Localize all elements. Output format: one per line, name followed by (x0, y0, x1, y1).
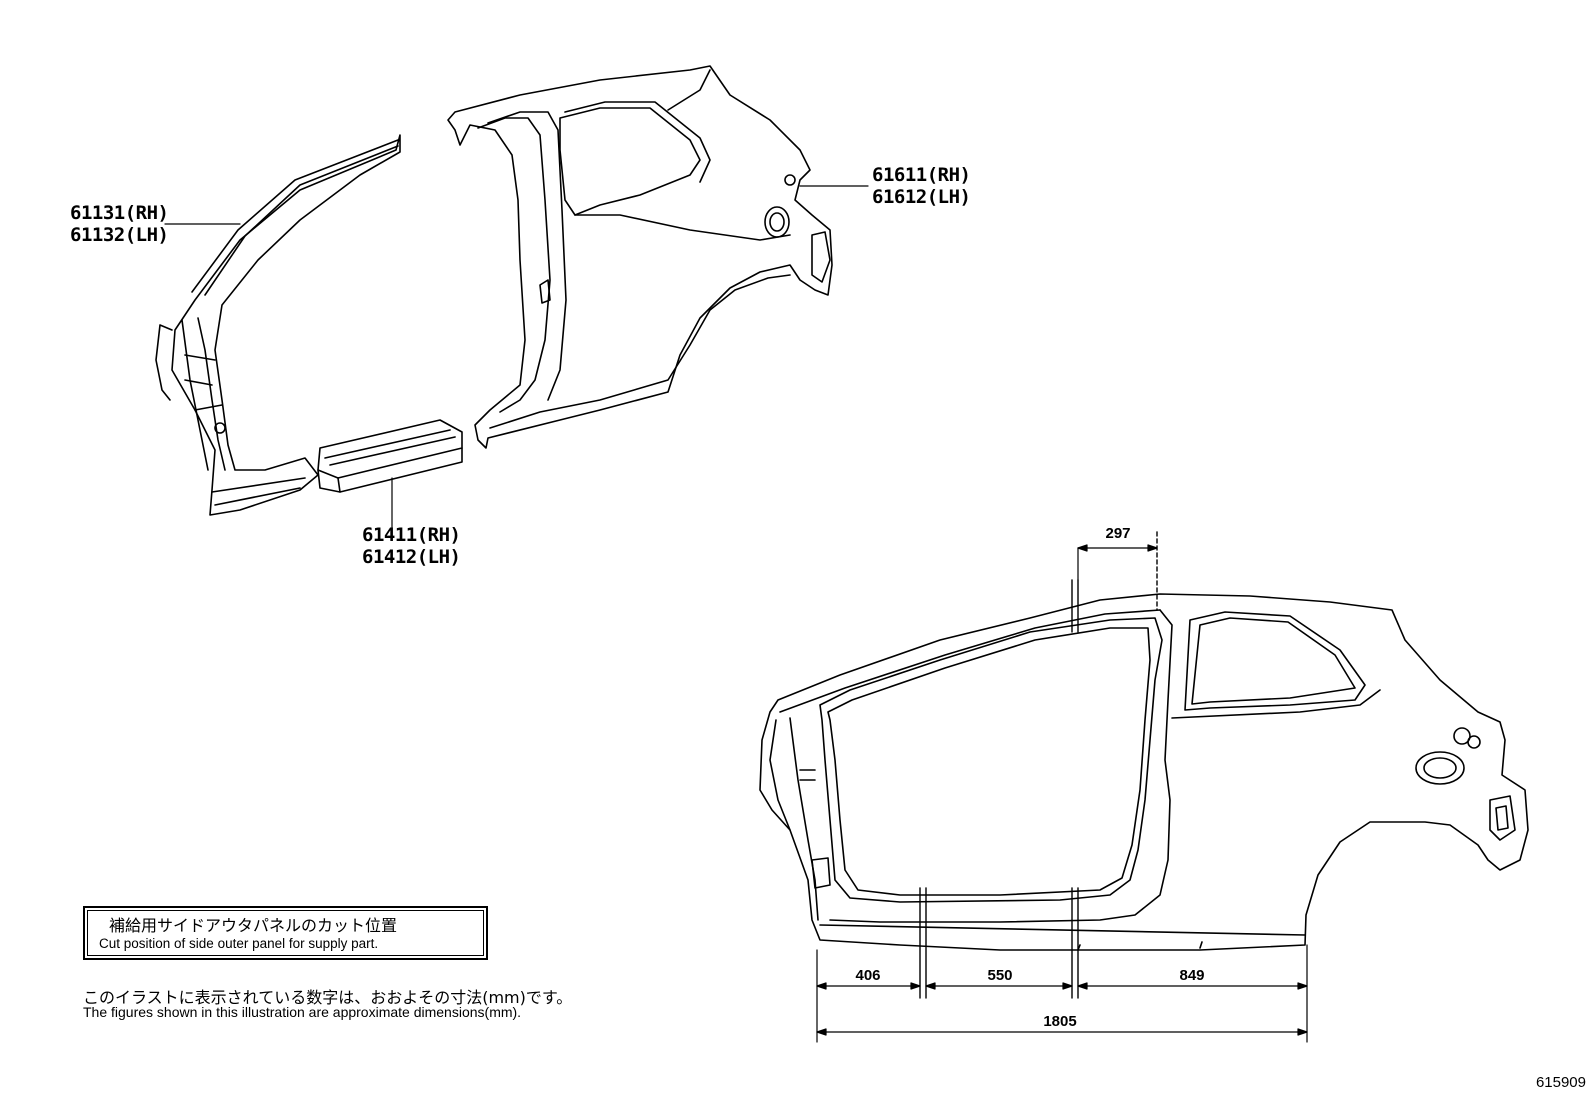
legend-text-jp: 補給用サイドアウタパネルのカット位置 (109, 916, 398, 935)
dimension-406: 406 (855, 967, 881, 984)
part-number-61612: 61612(LH) (872, 186, 971, 208)
dimension-1805: 1805 (1043, 1013, 1077, 1030)
part-number-61611: 61611(RH) (872, 164, 971, 186)
assembled-side-panel (759, 593, 1529, 951)
rocker-part (317, 419, 463, 493)
dimension-lines (816, 544, 1308, 1043)
illustration-code: 615909 (1535, 1074, 1586, 1091)
footnote-en: The figures shown in this illustration a… (83, 1004, 522, 1020)
rocker-callout: 61411(RH) 61412(LH) (362, 524, 461, 568)
part-number-61131: 61131(RH) (70, 202, 169, 224)
dimension-849: 849 (1179, 967, 1205, 984)
front-pillar-part (155, 134, 401, 516)
cut-position-legend: 補給用サイドアウタパネルのカット位置 Cut position of side … (83, 906, 488, 960)
part-leaders (164, 185, 869, 529)
part-number-61412: 61412(LH) (362, 546, 461, 568)
dimension-297: 297 (1105, 525, 1131, 542)
quarter-callout: 61611(RH) 61612(LH) (872, 164, 971, 208)
dimension-550: 550 (987, 967, 1013, 984)
part-number-61132: 61132(LH) (70, 224, 169, 246)
footnote-jp: このイラストに表示されている数字は、おおよその寸法(mm)です。 (83, 988, 573, 1007)
cut-position-lines (919, 531, 1158, 999)
legend-text-en: Cut position of side outer panel for sup… (99, 936, 379, 951)
front-pillar-callout: 61131(RH) 61132(LH) (70, 202, 169, 246)
quarter-part (447, 65, 833, 449)
part-number-61411: 61411(RH) (362, 524, 461, 546)
